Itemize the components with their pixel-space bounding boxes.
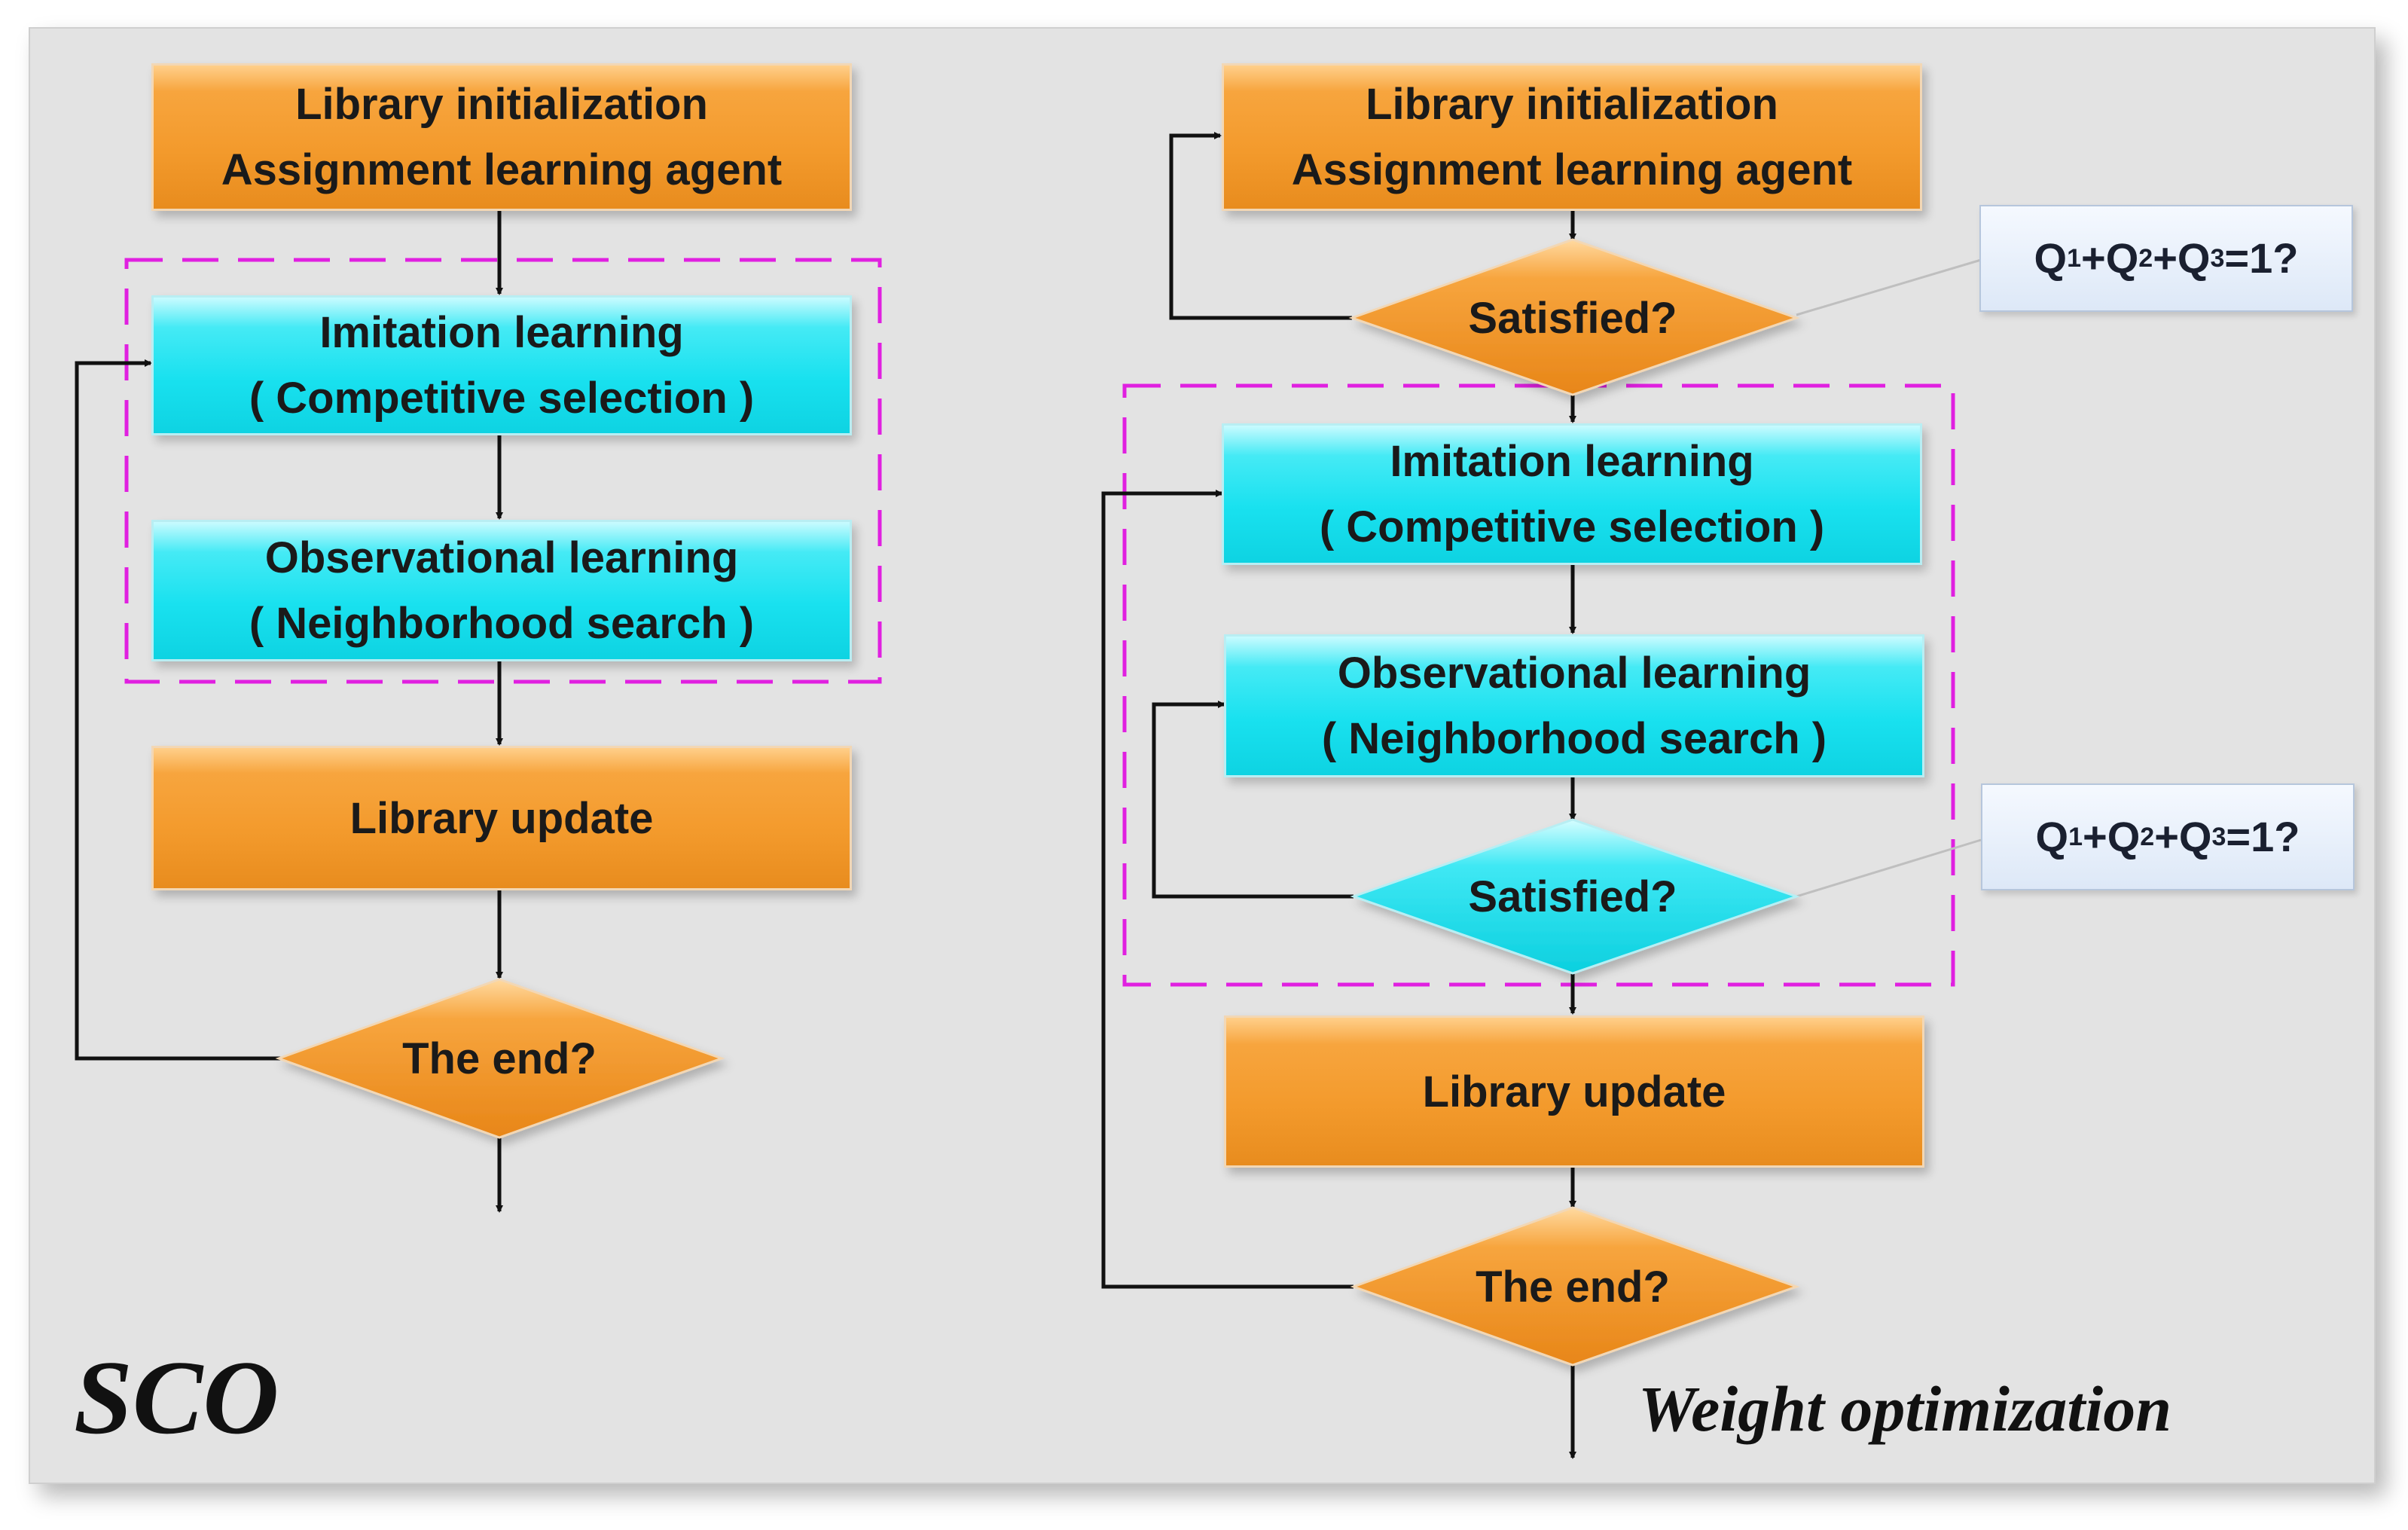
note-bottom-connector [1796, 838, 1982, 898]
right-init-line1: Library initialization [1366, 80, 1778, 129]
right-learning-group-border [1122, 383, 1955, 987]
left-init-line2: Assignment learning agent [221, 145, 783, 194]
right-satisfied-bottom-diamond [1350, 818, 1800, 975]
left-imitation-box: Imitation learning ( Competitive selecti… [151, 295, 852, 435]
right-imitation-line1: Imitation learning [1390, 437, 1754, 486]
left-observational-line1: Observational learning [264, 533, 739, 582]
left-library-update-box: Library update [151, 746, 852, 890]
note-top-q3: +Q [2153, 234, 2211, 282]
note-top-s2: 2 [2138, 243, 2153, 273]
right-loop-satisfied-to-init [1169, 132, 1352, 320]
right-imitation-box: Imitation learning ( Competitive selecti… [1222, 423, 1922, 565]
left-end-diamond [275, 978, 725, 1139]
right-observational-line2: ( Neighborhood search ) [1321, 714, 1827, 763]
right-library-init-box: Library initialization Assignment learni… [1222, 63, 1922, 211]
right-init-line2: Assignment learning agent [1291, 145, 1853, 194]
note-top-connector [1796, 258, 1982, 316]
right-imitation-line2: ( Competitive selection ) [1319, 502, 1825, 551]
right-loop-satisfied-to-observational [1152, 701, 1354, 899]
right-end-label: The end? [1476, 1262, 1670, 1312]
right-satisfied-top-label: Satisfied? [1468, 293, 1677, 343]
note-bottom-q2: +Q [2083, 813, 2141, 860]
right-observational-box: Observational learning ( Neighborhood se… [1224, 634, 1924, 777]
left-update-label: Library update [349, 793, 654, 843]
note-bottom-q3: +Q [2154, 813, 2212, 860]
left-caption: SCO [74, 1339, 279, 1456]
note-top-s3: 3 [2210, 243, 2225, 273]
right-loop-end-to-imitation [1101, 490, 1354, 1289]
left-init-line1: Library initialization [295, 80, 708, 129]
right-satisfied-top-diamond [1348, 238, 1800, 396]
right-update-label: Library update [1422, 1067, 1726, 1116]
left-end-label: The end? [402, 1034, 597, 1083]
note-top-q2: +Q [2081, 234, 2139, 282]
note-bottom-q1: Q [2035, 813, 2069, 860]
right-satisfied-bottom-label: Satisfied? [1468, 872, 1677, 921]
left-imitation-line1: Imitation learning [319, 308, 684, 357]
note-bottom-s2: 2 [2140, 822, 2155, 851]
left-learning-group-border [124, 258, 882, 684]
right-library-update-box: Library update [1224, 1015, 1924, 1168]
note-bottom-tail: =1? [2226, 813, 2300, 860]
note-top-s1: 1 [2067, 243, 2082, 273]
note-top-q1: Q [2034, 234, 2068, 282]
left-imitation-line2: ( Competitive selection ) [249, 374, 755, 423]
note-top-tail: =1? [2224, 234, 2299, 282]
left-loop-back-line [75, 359, 285, 1061]
left-library-init-box: Library initialization Assignment learni… [151, 63, 852, 211]
right-caption: Weight optimization [1638, 1373, 2172, 1445]
note-bottom-s1: 1 [2068, 822, 2083, 851]
right-end-diamond [1350, 1206, 1800, 1367]
left-observational-box: Observational learning ( Neighborhood se… [151, 520, 852, 661]
left-observational-line2: ( Neighborhood search ) [249, 599, 755, 648]
right-observational-line1: Observational learning [1337, 649, 1811, 698]
note-bottom-s3: 3 [2211, 822, 2226, 851]
